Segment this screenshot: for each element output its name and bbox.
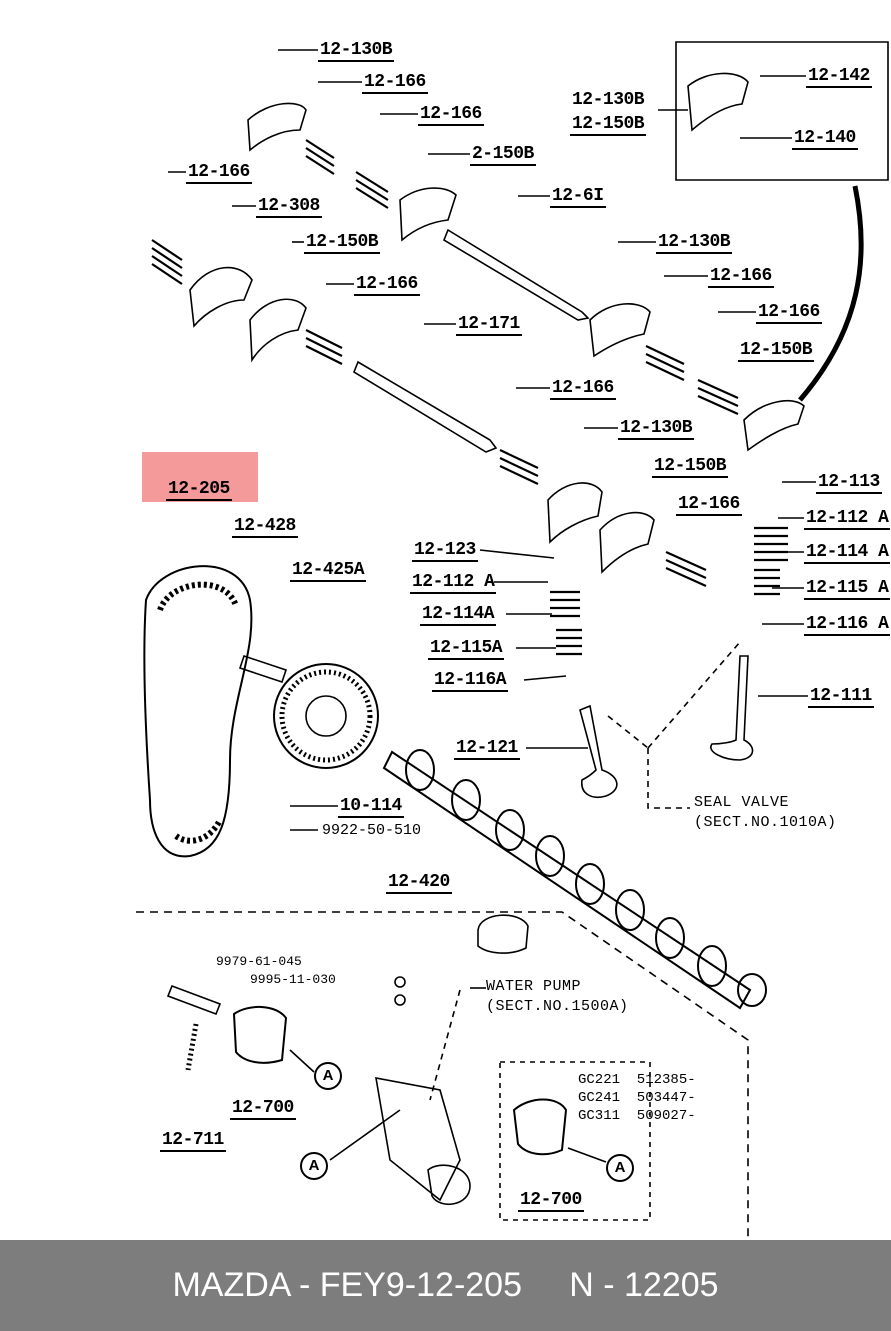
label-12-114a-right: 12-114 A <box>804 542 891 564</box>
gc221-code: GC221 512385- <box>578 1072 696 1088</box>
label-12-166-c: 12-166 <box>186 162 252 184</box>
label-12-130b-a: 12-130B <box>318 40 395 62</box>
label-12-166-d: 12-166 <box>708 266 774 288</box>
label-12-700-right: 12-700 <box>518 1190 584 1212</box>
label-10-114: 10-114 <box>338 796 404 818</box>
label-12-150b-inset: 12-150B <box>570 114 647 136</box>
footer-n-number: N - 12205 <box>569 1266 719 1304</box>
label-12-130b-b: 12-130B <box>656 232 733 254</box>
water-pump-label: WATER PUMP <box>486 978 582 995</box>
label-12-112a-right: 12-112 A <box>804 508 891 530</box>
label-9922-50-510: 9922-50-510 <box>322 822 422 839</box>
parts-diagram: 12-130B 12-166 12-166 12-130B 12-150B 12… <box>136 40 891 1240</box>
label-12-166-g: 12-166 <box>550 378 616 400</box>
label-12-166-a: 12-166 <box>362 72 428 94</box>
label-12-112a-left: 12-112 A <box>410 572 497 594</box>
seal-valve-label: SEAL VALVE <box>694 794 790 811</box>
gc311-code: GC311 509027- <box>578 1108 696 1124</box>
label-12-171: 12-171 <box>456 314 522 336</box>
label-12-308: 12-308 <box>256 196 322 218</box>
label-12-150b-a: 12-150B <box>304 232 381 254</box>
water-pump-section: (SECT.NO.1500A) <box>486 998 629 1015</box>
label-12-150b-b: 12-150B <box>738 340 815 362</box>
mark-a-1: A <box>314 1062 342 1090</box>
label-12-140: 12-140 <box>792 128 858 150</box>
label-12-166-h: 12-166 <box>676 494 742 516</box>
label-12-711: 12-711 <box>160 1130 226 1152</box>
label-12-113: 12-113 <box>816 472 882 494</box>
part-highlight <box>142 452 258 502</box>
label-9979-61-045: 9979-61-045 <box>216 954 302 969</box>
label-12-123: 12-123 <box>412 540 478 562</box>
label-12-6i: 12-6I <box>550 186 606 208</box>
label-12-700-left: 12-700 <box>230 1098 296 1120</box>
label-12-205: 12-205 <box>166 479 232 501</box>
footer-bar: MAZDA - FEY9-12-205 N - 12205 <box>0 1240 891 1331</box>
label-12-130b-c: 12-130B <box>618 418 695 440</box>
label-12-428: 12-428 <box>232 516 298 538</box>
label-12-166-e: 12-166 <box>354 274 420 296</box>
label-12-150b-c: 12-150B <box>652 456 729 478</box>
gc241-code: GC241 503447- <box>578 1090 696 1106</box>
label-12-121: 12-121 <box>454 738 520 760</box>
seal-valve-section: (SECT.NO.1010A) <box>694 814 837 831</box>
footer-part-number: MAZDA - FEY9-12-205 <box>172 1266 522 1304</box>
label-12-115a-right: 12-115 A <box>804 578 891 600</box>
label-12-116a-left: 12-116A <box>432 670 509 692</box>
label-12-425a: 12-425A <box>290 560 367 582</box>
diagram-lines <box>136 41 889 1240</box>
label-12-166-b: 12-166 <box>418 104 484 126</box>
mark-a-2: A <box>300 1152 328 1180</box>
label-12-142: 12-142 <box>806 66 872 88</box>
label-12-130b-inset: 12-130B <box>572 90 645 110</box>
label-12-115a-left: 12-115A <box>428 638 505 660</box>
label-12-114a-left: 12-114A <box>420 604 497 626</box>
label-2-150b: 2-150B <box>470 144 536 166</box>
label-9995-11-030: 9995-11-030 <box>250 972 336 987</box>
label-12-420: 12-420 <box>386 872 452 894</box>
label-12-116a-right: 12-116 A <box>804 614 891 636</box>
footer-caption: MAZDA - FEY9-12-205 N - 12205 <box>0 1240 891 1331</box>
label-12-166-f: 12-166 <box>756 302 822 324</box>
label-12-111: 12-111 <box>808 686 874 708</box>
mark-a-3: A <box>606 1154 634 1182</box>
